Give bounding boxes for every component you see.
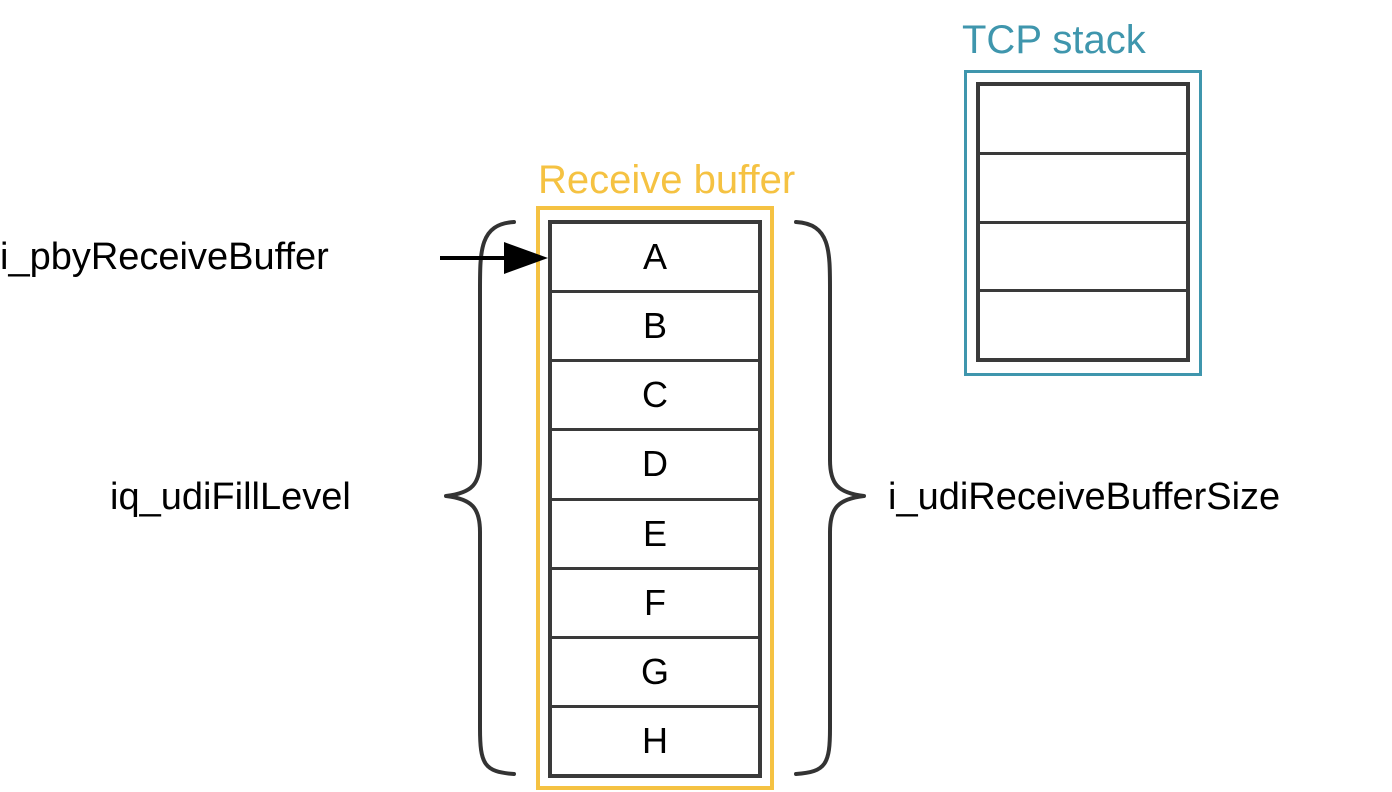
fill-level-label: iq_udiFillLevel (110, 476, 351, 518)
receive-buffer-cell-c: C (552, 362, 758, 432)
tcp-stack-cell-4 (980, 292, 1186, 358)
tcp-stack-cell-3 (980, 224, 1186, 293)
receive-buffer-title: Receive buffer (538, 158, 796, 202)
receive-buffer-cell-d: D (552, 431, 758, 501)
buffer-size-label: i_udiReceiveBufferSize (888, 476, 1281, 518)
tcp-stack-title: TCP stack (962, 18, 1146, 62)
receive-buffer-cell-f: F (552, 570, 758, 639)
left-brace (444, 220, 516, 776)
receive-buffer-cell-e: E (552, 501, 758, 570)
receive-buffer-cell-g: G (552, 639, 758, 708)
receive-buffer-cell-b: B (552, 293, 758, 363)
tcp-stack-cell-2 (980, 155, 1186, 224)
pointer-label: i_pbyReceiveBuffer (0, 236, 329, 278)
tcp-stack-cell-1 (980, 86, 1186, 155)
receive-buffer-cell-a: A (552, 224, 758, 294)
right-brace (794, 220, 866, 776)
receive-buffer-frame (536, 206, 774, 790)
tcp-stack (976, 82, 1190, 362)
receive-buffer-cell-h: H (642, 719, 668, 761)
tcp-stack-frame (964, 70, 1202, 376)
